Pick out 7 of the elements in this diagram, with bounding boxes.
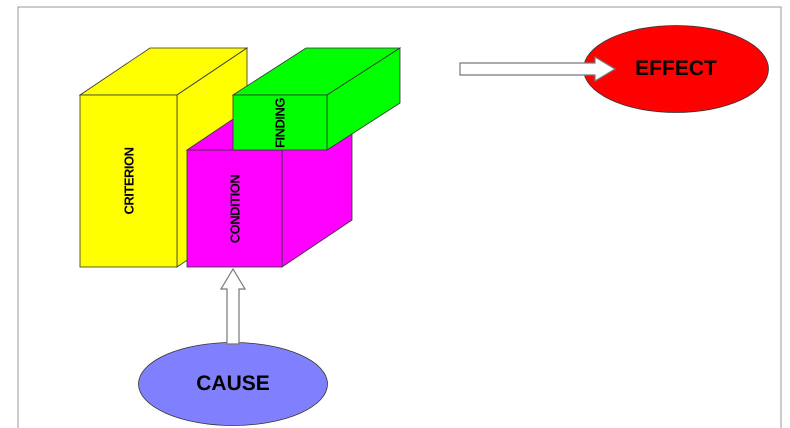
node-label: CONDITION	[227, 174, 242, 243]
node-label: CRITERION	[121, 148, 136, 214]
block-arrow	[220, 268, 246, 345]
node-label: EFFECT	[635, 57, 717, 81]
node-label: FINDING	[272, 98, 288, 148]
node-label: CAUSE	[196, 372, 270, 396]
block-arrow	[459, 56, 616, 82]
